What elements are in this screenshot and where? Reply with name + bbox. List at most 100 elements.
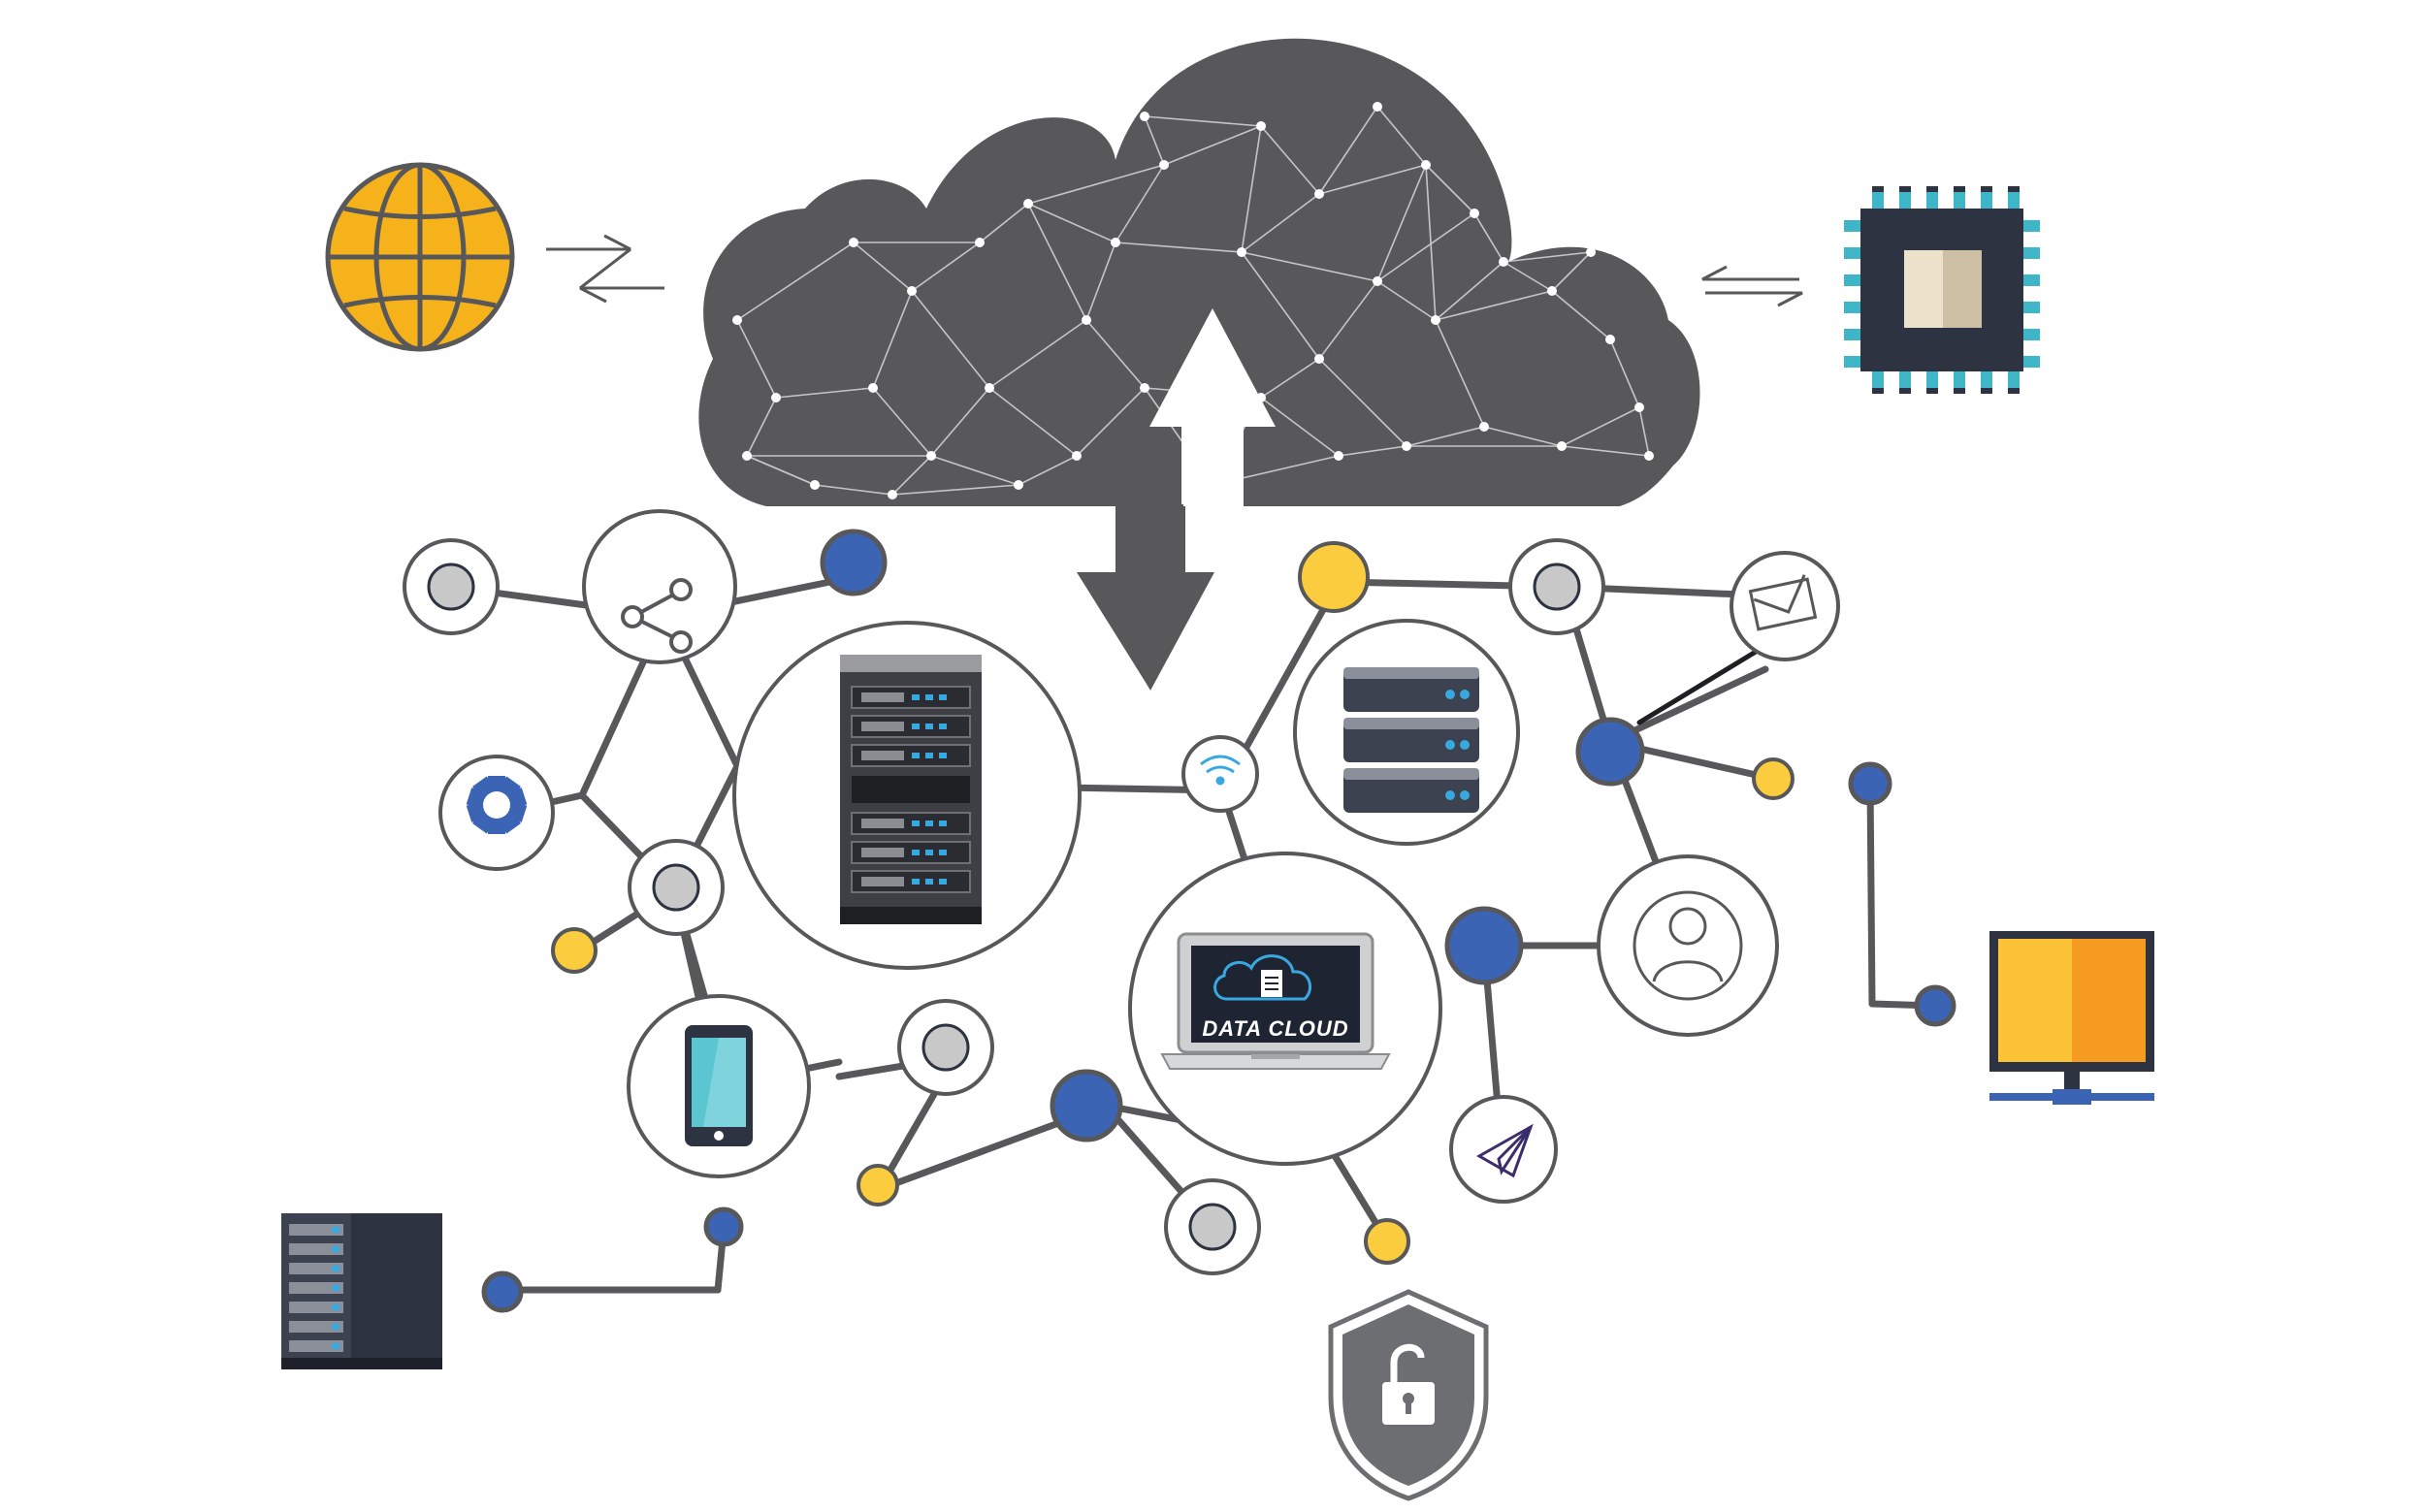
chip-pin — [1844, 302, 1860, 313]
chip-pin-cap — [1926, 186, 1938, 192]
storage-led — [332, 1324, 340, 1330]
rack-led — [939, 753, 947, 758]
db-unit-top — [1343, 667, 1479, 679]
share-ring — [582, 509, 737, 664]
rack-drive — [861, 848, 904, 857]
db-led — [1460, 740, 1470, 750]
smartphone-icon — [685, 1025, 753, 1146]
user-icon — [1633, 890, 1743, 1001]
chip-pin — [2023, 356, 2040, 368]
globe-icon — [325, 162, 515, 352]
chip-pin — [2023, 329, 2040, 340]
grey-node-lower-center — [922, 1023, 970, 1072]
grey-node-bottom-center — [1188, 1203, 1237, 1251]
rack-unit — [851, 686, 971, 709]
storage-led — [332, 1343, 340, 1349]
chip-pin — [2023, 247, 2040, 259]
share-icon — [621, 578, 693, 654]
storage-slot — [289, 1302, 343, 1313]
cpu-chip-icon — [1844, 186, 2040, 394]
blue-node-bottom — [1050, 1069, 1123, 1142]
grey-node-left-center — [652, 863, 700, 912]
blue-node-top — [820, 529, 888, 596]
cloud-shape — [698, 38, 1700, 507]
chip-pin — [1954, 192, 1965, 209]
chip-pin — [2023, 220, 2040, 232]
db-led — [1445, 690, 1455, 699]
storage-slot — [289, 1321, 343, 1333]
storage-slot — [289, 1340, 343, 1352]
rack-led — [939, 879, 947, 885]
cloud-mesh — [736, 106, 1650, 496]
chip-pin-cap — [1981, 388, 1992, 394]
network-monitor-icon — [1989, 931, 2154, 1105]
upload-download-arrow-icon — [1149, 308, 1276, 504]
chip-pins — [1844, 186, 2040, 394]
storage-base — [281, 1358, 442, 1369]
cloud-icon — [698, 38, 1700, 507]
download-arrow-icon — [1077, 506, 1214, 691]
chip-pin — [1981, 371, 1992, 388]
rack-drive — [861, 722, 904, 731]
blue-node-monitor-top — [1848, 761, 1892, 806]
chip-pin — [2008, 192, 2020, 209]
storage-led — [332, 1246, 340, 1252]
yellow-node-right — [1752, 757, 1794, 800]
yellow-node-top — [1298, 541, 1370, 613]
rack-led — [939, 820, 947, 826]
chip-pin — [1844, 274, 1860, 286]
blue-node-storage-top — [703, 1206, 744, 1247]
chip-pin-cap — [1899, 388, 1911, 394]
rack-led — [925, 694, 933, 700]
connector — [1866, 780, 1876, 1008]
db-led — [1460, 690, 1470, 699]
chip-pin — [1844, 329, 1860, 340]
rack-led — [939, 850, 947, 855]
db-unit-top — [1343, 718, 1479, 729]
storage-led — [332, 1304, 340, 1310]
storage-slot — [289, 1282, 343, 1294]
rack-led — [925, 820, 933, 826]
server-rack-icon — [840, 655, 982, 924]
grey-node-top-left-center — [427, 563, 475, 611]
rack-unit — [851, 812, 971, 835]
rack-led — [912, 820, 920, 826]
mail-ring — [1730, 551, 1840, 661]
wifi-ring — [1181, 735, 1259, 813]
chip-pin — [1899, 371, 1911, 388]
yellow-node-bottom-left — [857, 1164, 899, 1206]
grey-node-top-right-center — [1533, 563, 1581, 611]
storage-led — [332, 1266, 340, 1271]
send-ring — [1449, 1095, 1558, 1204]
chip-pin — [1844, 247, 1860, 259]
rack-units — [851, 686, 971, 893]
rack-led — [912, 879, 920, 885]
chip-pin-cap — [1872, 186, 1884, 192]
rack-led — [912, 694, 920, 700]
blue-node-user — [1444, 906, 1524, 985]
laptop-icon: DATA CLOUD — [1160, 932, 1391, 1070]
chip-exchange-arrows — [1701, 265, 1803, 307]
rack-led — [925, 753, 933, 758]
db-unit-top — [1343, 768, 1479, 780]
chip-pin-cap — [1899, 186, 1911, 192]
rack-led — [939, 694, 947, 700]
chip-pin — [1926, 192, 1938, 209]
rack-drive — [861, 751, 904, 760]
laptop-screen-label: DATA CLOUD — [1202, 1016, 1348, 1041]
wifi-icon — [1200, 755, 1241, 786]
paper-plane-icon — [1475, 1123, 1534, 1178]
chip-pin-cap — [1954, 388, 1965, 394]
chip-pin-cap — [1926, 388, 1938, 394]
storage-slot — [289, 1224, 343, 1236]
yellow-node-bottom — [1364, 1218, 1410, 1265]
chip-pin-cap — [1981, 186, 1992, 192]
chip-pin — [1954, 371, 1965, 388]
database-server-icon — [1343, 667, 1479, 813]
db-led — [1460, 790, 1470, 800]
rack-led — [939, 724, 947, 729]
chip-pin — [2008, 371, 2020, 388]
blue-node-monitor-bottom — [1914, 984, 1956, 1027]
chip-pin — [2023, 274, 2040, 286]
